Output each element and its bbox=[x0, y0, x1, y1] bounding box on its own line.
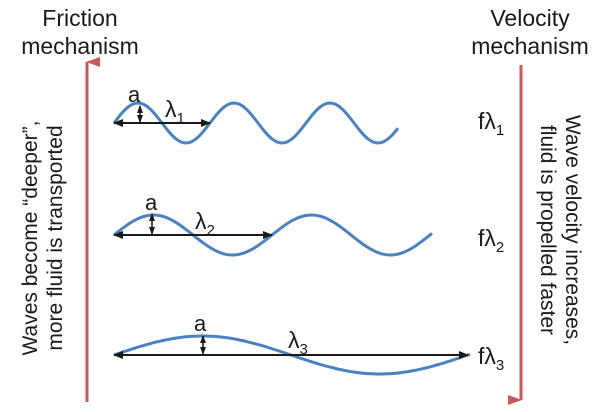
amplitude-label-2: a bbox=[145, 190, 158, 215]
friction-header-line-2: mechanism bbox=[21, 33, 139, 59]
velocity-header-line-2: mechanism bbox=[471, 33, 589, 59]
frequency-label-3: fλ3 bbox=[478, 343, 504, 374]
friction-mechanism-header: Friction mechanism bbox=[0, 4, 160, 60]
frequency-label-2: fλ2 bbox=[478, 225, 504, 256]
wavelength-label-2: λ2 bbox=[195, 208, 215, 239]
wave-row-3: a λ3 fλ3 bbox=[113, 311, 504, 376]
wavelength-label-1: λ1 bbox=[165, 96, 185, 127]
wave-curve-2 bbox=[113, 213, 433, 257]
friction-header-line-1: Friction bbox=[42, 5, 118, 31]
velocity-mechanism-header: Velocity mechanism bbox=[450, 4, 610, 60]
wavelength-label-3: λ3 bbox=[288, 327, 308, 358]
amplitude-label-1: a bbox=[128, 82, 141, 107]
frequency-label-1: fλ1 bbox=[478, 108, 504, 139]
wave-row-1: a λ1 fλ1 bbox=[112, 82, 504, 145]
wave-row-2: a λ2 fλ2 bbox=[113, 190, 504, 257]
velocity-header-line-1: Velocity bbox=[490, 5, 570, 31]
amplitude-label-3: a bbox=[194, 311, 207, 336]
